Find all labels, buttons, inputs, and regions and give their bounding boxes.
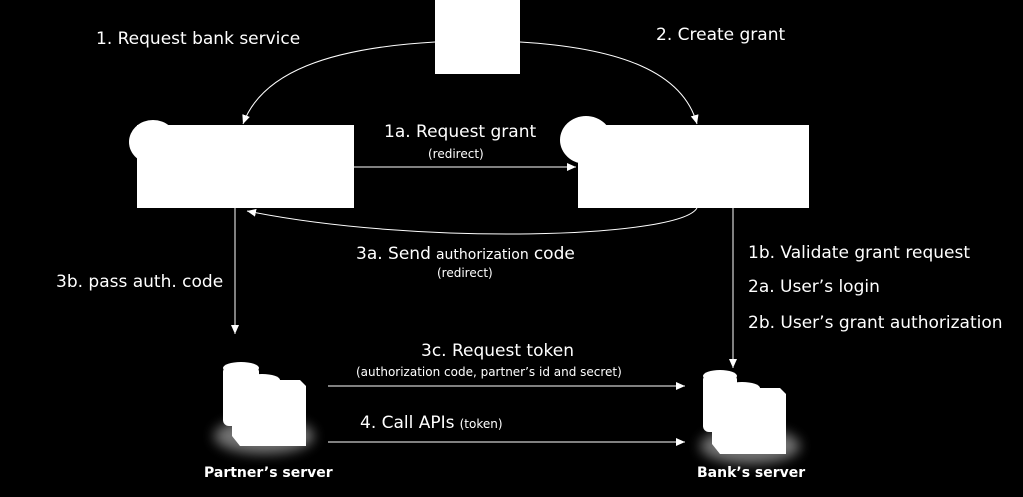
label-request-grant: 1a. Request grant — [384, 122, 537, 142]
bank-auth-window — [560, 116, 809, 208]
bank-server-label: Bank’s server — [697, 465, 806, 481]
label-validate-grant: 1b. Validate grant request — [748, 243, 970, 263]
label-create-grant: 2. Create grant — [656, 25, 786, 45]
user-box — [435, 0, 520, 74]
label-users-login: 2a. User’s login — [748, 277, 880, 297]
partner-app-window — [129, 120, 354, 208]
arrow-send-auth-code — [246, 207, 698, 235]
label-request-token: 3c. Request token — [421, 341, 574, 361]
partner-server-icon — [214, 362, 314, 454]
note-send-auth-code: (redirect) — [437, 266, 493, 280]
partner-server-label: Partner’s server — [204, 465, 333, 481]
note-request-grant: (redirect) — [428, 147, 484, 161]
bank-server-icon — [700, 370, 800, 464]
label-call-apis: 4. Call APIs (token) — [360, 413, 503, 433]
label-grant-authorization: 2b. User’s grant authorization — [748, 313, 1003, 333]
arrow-create-grant — [519, 41, 699, 125]
note-request-token: (authorization code, partner’s id and se… — [356, 365, 622, 379]
label-pass-auth-code: 3b. pass auth. code — [56, 272, 224, 292]
arrow-request-bank-service — [242, 41, 436, 125]
label-request-bank-service: 1. Request bank service — [96, 29, 301, 49]
label-send-auth-code: 3a. Send authorization code — [356, 244, 575, 264]
